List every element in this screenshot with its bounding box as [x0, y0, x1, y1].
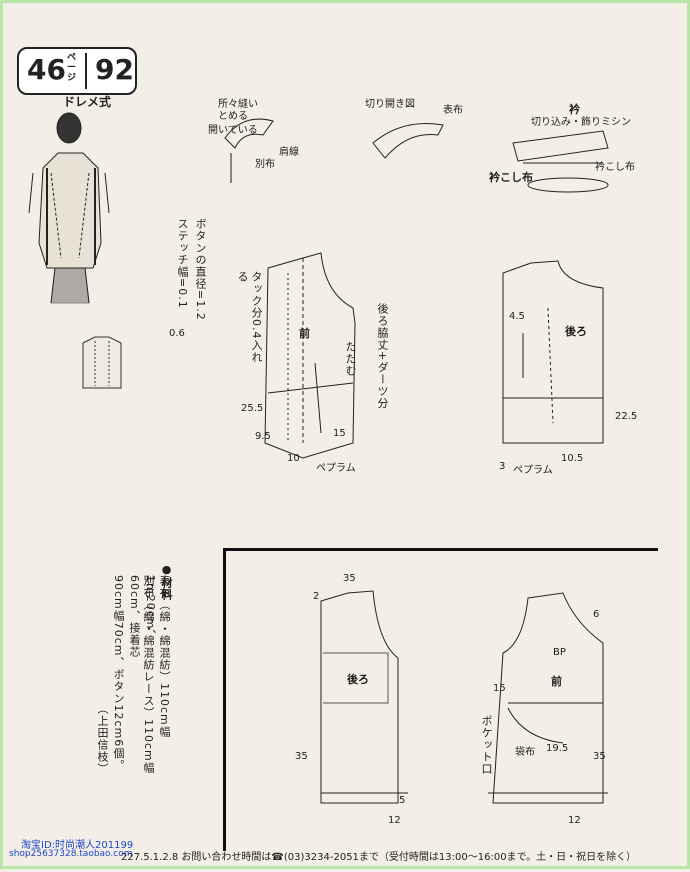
label-eri-koshi: 衿こし布 [489, 171, 533, 184]
stitch-val: 0.6 [169, 328, 185, 339]
dim-35-front-side: 35 [593, 751, 606, 762]
dim-12-front: 12 [568, 815, 581, 826]
page-left-number: 46 [27, 53, 66, 86]
dim-2-back: 2 [313, 591, 320, 602]
front-bodice-pattern [488, 592, 608, 804]
materials-credit: （上田信枝） [96, 703, 109, 775]
label-omote: 表布 [443, 105, 463, 116]
label-aiteiru: 開いている [208, 125, 258, 136]
style-label: ドレメ式 [63, 95, 112, 109]
label-fukuro: 袋布 [515, 747, 535, 758]
dim-6: 6 [593, 609, 600, 620]
label-kirikomi: 切り込み・飾りミシン [531, 117, 631, 128]
dim-95: 9.5 [255, 431, 271, 442]
dim-105: 10.5 [561, 453, 584, 464]
label-bp: BP [553, 647, 566, 658]
page-unit: ページ [67, 53, 77, 83]
dim-195: 19.5 [546, 743, 569, 754]
dim-225: 22.5 [615, 411, 638, 422]
button-note: ボタンの直径=1.2 [194, 218, 207, 321]
stitch-note: ステッチ幅=0.1 [176, 218, 189, 309]
pattern-drawings [28, 112, 609, 804]
label-kirihiraki: 切り開き図 [365, 99, 415, 110]
label-eri-koshi-right: 衿こし布 [595, 162, 635, 173]
label-betsu: 別布 [255, 159, 275, 170]
vest-flat-sketch [82, 336, 122, 389]
dim-12-back: 12 [388, 815, 401, 826]
dim-5-back: 5 [399, 795, 406, 806]
label-tatamu: たたむ [344, 341, 357, 377]
dim-45: 4.5 [509, 311, 525, 322]
watermark-shop: shop25637328.taobao.com [9, 849, 133, 859]
ushiro-waki-note: 後ろ脇丈+ダーツ分 [376, 303, 389, 410]
materials-line2: 別布（綿・綿混紡レース）110cm幅60cm、接着芯 [128, 575, 155, 774]
dim-10: 10 [287, 453, 300, 464]
eri-drawing [512, 130, 609, 193]
label-mae-top: 前 [299, 327, 310, 340]
label-peplum-front: ペプラム [316, 463, 356, 474]
dim-15-front: 15 [493, 683, 506, 694]
label-ushiro-top: 後ろ [565, 325, 587, 338]
collar-detail-drawing [224, 118, 274, 183]
materials-line1: 表布（綿・綿混紡）110cm幅1m20cm、 [144, 575, 171, 738]
label-mae-bottom: 前 [551, 675, 562, 688]
kirihiraki-drawing [372, 122, 444, 159]
label-peplum-back: ペプラム [513, 465, 553, 476]
label-pocket: ポケット口 [480, 715, 493, 775]
front-pattern-top [264, 252, 356, 459]
page-number-badge: 46 ページ 92 [17, 47, 137, 95]
dim-35-back: 35 [343, 573, 356, 584]
tuck-note: タック分0.4入れる [236, 271, 263, 364]
materials-line3: 90cm幅70cm、ボタン12cm6個。 [112, 575, 125, 772]
label-tomeru: とめる [218, 111, 248, 122]
dim-35-back-side: 35 [295, 751, 308, 762]
label-tokoro: 所々縫い [218, 99, 258, 110]
dim-255: 25.5 [241, 403, 264, 414]
dim-15-top: 15 [333, 428, 346, 439]
materials-title: ●材料 [160, 563, 173, 601]
footer-contact: 227.5.1.2.8 お問い合わせ時間は☎(03)3234-2051まで（受付… [121, 852, 637, 863]
back-pattern-top [502, 260, 604, 444]
back-bodice-pattern [320, 590, 408, 804]
watermark-id: 淘宝ID:时尚潮人201199 [21, 840, 134, 851]
lower-pattern-frame [223, 548, 658, 851]
label-ushiro-bottom: 後ろ [347, 673, 369, 686]
model-figure-illustration [28, 112, 110, 304]
page-right-number: 92 [85, 53, 134, 89]
dim-3: 3 [499, 461, 506, 472]
label-kata-sen: 肩線 [279, 147, 299, 158]
label-eri: 衿 [569, 103, 580, 116]
